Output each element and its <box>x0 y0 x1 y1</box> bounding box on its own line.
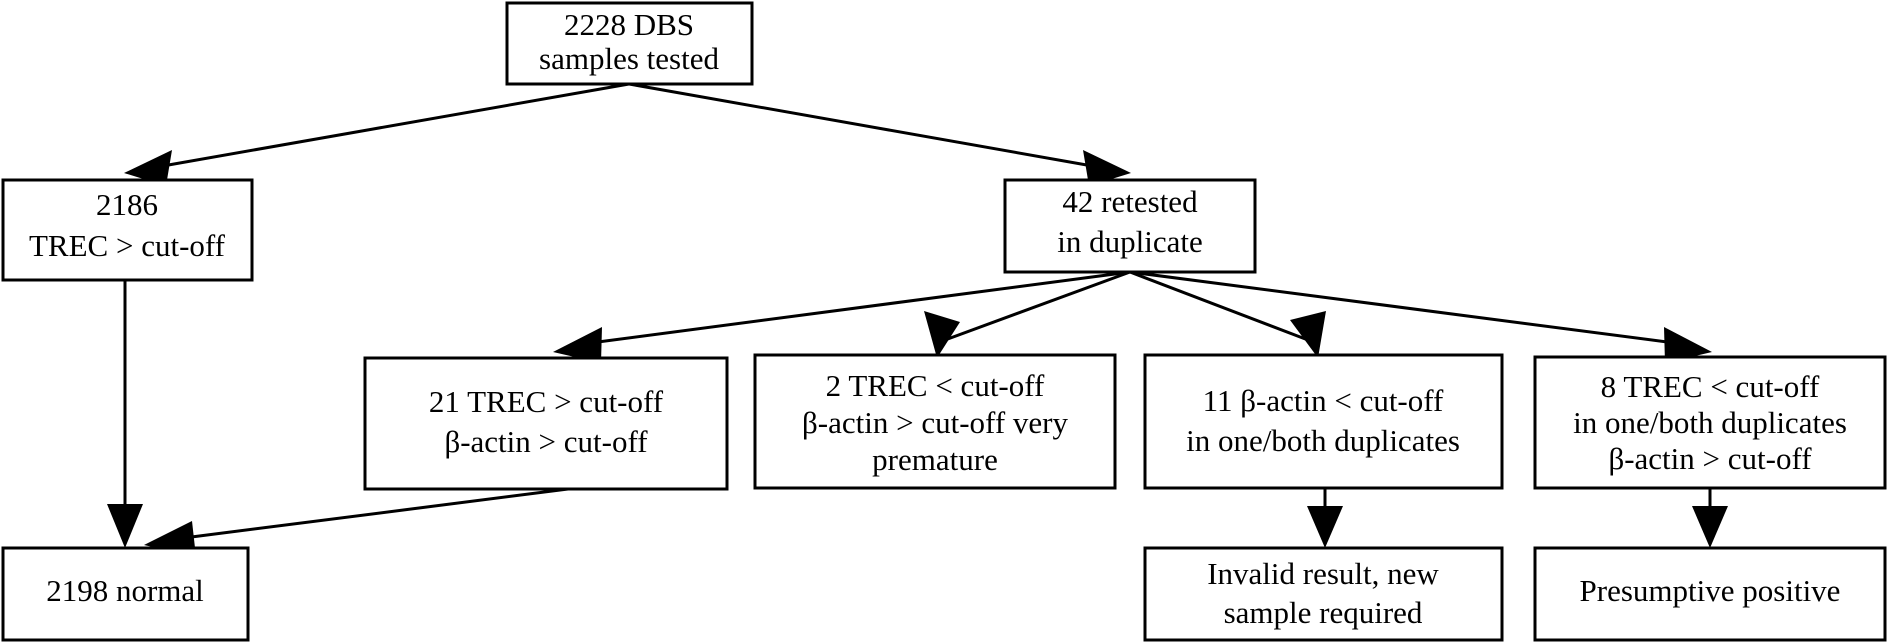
node-line-1: 2198 normal <box>46 573 204 608</box>
node-invalid-result[interactable]: Invalid result, new sample required <box>1143 546 1504 642</box>
arrowhead-icon <box>1692 506 1728 548</box>
arrowhead-icon <box>1083 150 1131 186</box>
edge-line <box>574 270 1131 347</box>
edge-retested-to-box3 <box>1129 270 1326 358</box>
arrowhead-icon <box>1664 327 1712 363</box>
node-trec21-above[interactable]: 21 TREC > cut-off β-actin > cut-off <box>363 356 729 491</box>
node-box[interactable] <box>1533 355 1887 490</box>
edge-trec-above-to-normal <box>107 280 143 548</box>
node-box[interactable] <box>1003 178 1257 274</box>
node-line-2: in one/both duplicates <box>1186 423 1460 458</box>
edge-retested-to-box1 <box>553 270 1131 363</box>
arrowhead-icon <box>107 504 143 548</box>
node-line-1: 21 TREC > cut-off <box>429 384 664 419</box>
edge-box3-to-invalid <box>1307 489 1343 548</box>
node-line-2: samples tested <box>539 41 719 76</box>
node-box[interactable] <box>1 178 254 282</box>
node-line-1: 8 TREC < cut-off <box>1601 369 1820 404</box>
edge-line <box>167 487 569 542</box>
node-line-1: 2228 DBS <box>564 7 694 42</box>
node-box[interactable] <box>1143 546 1504 642</box>
node-line-1: 2 TREC < cut-off <box>826 368 1045 403</box>
node-dbs-tested[interactable]: 2228 DBS samples tested <box>505 1 754 86</box>
arrowhead-icon <box>124 150 172 186</box>
node-normal-result[interactable]: 2198 normal <box>1 546 250 642</box>
node-presumptive-positive[interactable]: Presumptive positive <box>1533 546 1887 642</box>
arrowhead-icon <box>924 311 960 358</box>
node-line-2: sample required <box>1224 595 1423 630</box>
arrowhead-icon <box>553 327 602 363</box>
node-line-1: 42 retested <box>1062 184 1198 219</box>
edges-layer <box>107 82 1728 557</box>
node-line-2: TREC > cut-off <box>29 228 226 263</box>
node-line-3: β-actin > cut-off <box>1608 441 1812 476</box>
node-line-2: β-actin > cut-off <box>444 424 648 459</box>
node-box[interactable] <box>1 546 250 642</box>
node-line-2: in one/both duplicates <box>1573 405 1847 440</box>
edge-dbs-to-retested <box>628 82 1131 186</box>
node-line-3: premature <box>872 442 998 477</box>
node-line-1: 11 β-actin < cut-off <box>1203 383 1444 418</box>
node-line-2: β-actin > cut-off very <box>802 405 1068 440</box>
node-box[interactable] <box>363 356 729 491</box>
edge-line <box>1129 270 1691 347</box>
node-box[interactable] <box>505 1 754 86</box>
node-line-1: 2186 <box>96 187 158 222</box>
edge-retested-to-box4 <box>1129 270 1712 363</box>
node-line-2: in duplicate <box>1057 224 1202 259</box>
edge-box4-to-presumptive <box>1692 489 1728 548</box>
edge-line <box>628 82 1116 172</box>
node-box[interactable] <box>1143 353 1504 490</box>
arrowhead-icon <box>1290 311 1326 358</box>
edge-line <box>1129 270 1309 342</box>
edge-dbs-to-trec-above <box>124 82 630 186</box>
node-trec-above-cutoff[interactable]: 2186 TREC > cut-off <box>1 178 254 282</box>
node-line-1: Presumptive positive <box>1580 573 1841 608</box>
node-bactin11-below[interactable]: 11 β-actin < cut-off in one/both duplica… <box>1143 353 1504 490</box>
node-trec8-below[interactable]: 8 TREC < cut-off in one/both duplicates … <box>1533 355 1887 490</box>
node-retested-in-duplicate[interactable]: 42 retested in duplicate <box>1003 178 1257 274</box>
node-line-1: Invalid result, new <box>1207 556 1439 591</box>
node-box[interactable] <box>753 353 1117 490</box>
edge-line <box>944 270 1131 342</box>
arrowhead-icon <box>1307 506 1343 548</box>
edge-retested-to-box2 <box>924 270 1131 358</box>
edge-line <box>139 82 630 172</box>
node-box[interactable] <box>1533 546 1887 642</box>
node-trec2-below-premature[interactable]: 2 TREC < cut-off β-actin > cut-off very … <box>753 353 1117 490</box>
